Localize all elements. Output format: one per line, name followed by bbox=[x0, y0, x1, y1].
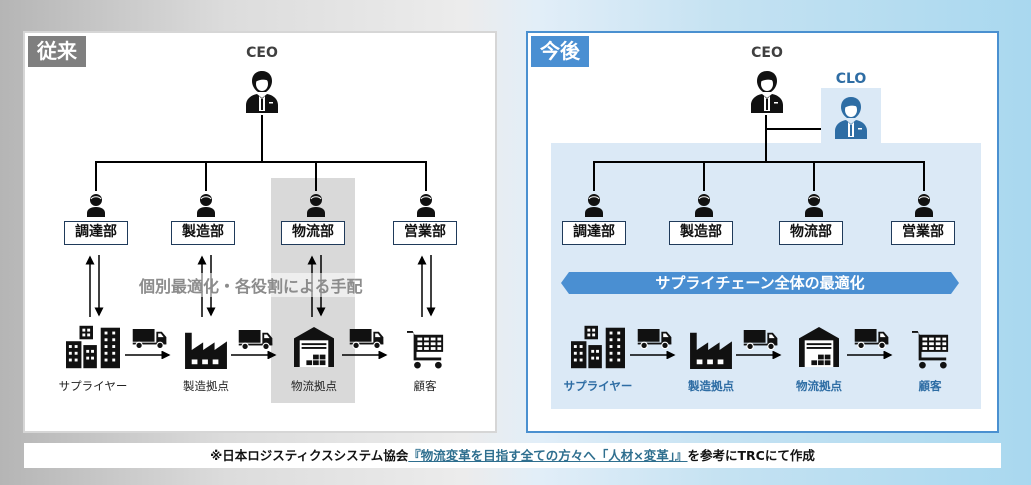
org-line bbox=[593, 161, 924, 163]
ceo-title: CEO bbox=[246, 45, 278, 61]
org-line bbox=[923, 161, 925, 191]
dept-logistics: 物流部 bbox=[779, 221, 843, 245]
staff-icon bbox=[802, 193, 826, 217]
dept-procurement: 調達部 bbox=[562, 221, 626, 245]
org-line bbox=[261, 115, 263, 161]
dept-logistics: 物流部 bbox=[281, 221, 345, 245]
conventional-panel: 従来 CEO 調達部 製造部 物流部 営業部 個別最適化・各役割による手配 サプ… bbox=[23, 31, 497, 433]
org-line bbox=[765, 115, 767, 161]
dept-manufacturing: 製造部 bbox=[171, 221, 235, 245]
org-line bbox=[205, 161, 207, 191]
flow-label-supplier: サプライヤー bbox=[58, 379, 128, 393]
flow-label-customer: 顧客 bbox=[413, 379, 437, 393]
clo-title: CLO bbox=[835, 71, 867, 87]
clo-connector-line bbox=[766, 128, 821, 130]
future-tag: 今後 bbox=[531, 36, 589, 67]
flow-label-logistics: 物流拠点 bbox=[796, 379, 842, 393]
staff-icon bbox=[414, 193, 438, 217]
truck-icon bbox=[238, 330, 274, 350]
truck-icon bbox=[743, 330, 779, 350]
future-panel: 今後 CEO CLO 調達部 製造部 物流部 営業部 サプライチェーン全体の最適… bbox=[526, 31, 999, 433]
dept-procurement: 調達部 bbox=[64, 221, 128, 245]
org-line bbox=[813, 161, 815, 191]
arrow-right bbox=[231, 351, 277, 359]
conventional-tag: 従来 bbox=[28, 36, 86, 67]
source-note: ※日本ロジスティクスシステム協会『物流変革を目指す全ての方々へ「人材×変革」』を… bbox=[24, 443, 1001, 468]
arrow-right bbox=[630, 351, 676, 359]
truck-icon bbox=[854, 329, 890, 349]
ceo-icon bbox=[242, 69, 282, 113]
clo-icon bbox=[831, 95, 871, 139]
staff-icon bbox=[194, 193, 218, 217]
ceo-title: CEO bbox=[751, 45, 783, 61]
org-line bbox=[95, 161, 426, 163]
truck-icon bbox=[132, 329, 168, 349]
staff-icon bbox=[304, 193, 328, 217]
dept-sales: 営業部 bbox=[393, 221, 457, 245]
supply-chain-optimization-banner: サプライチェーン全体の最適化 bbox=[561, 272, 959, 294]
arrow-right bbox=[342, 351, 388, 359]
flow-label-customer: 顧客 bbox=[918, 379, 942, 393]
warehouse-icon bbox=[294, 327, 334, 367]
flow-label-manufacturing: 製造拠点 bbox=[688, 379, 734, 393]
ceo-icon bbox=[747, 69, 787, 113]
org-line bbox=[593, 161, 595, 191]
cart-icon bbox=[407, 329, 445, 369]
factory-icon bbox=[185, 329, 227, 369]
arrow-right bbox=[847, 351, 893, 359]
warehouse-icon bbox=[799, 327, 839, 367]
source-link[interactable]: 『物流変革を目指す全ての方々へ「人材×変革」』 bbox=[408, 448, 688, 463]
staff-icon bbox=[582, 193, 606, 217]
source-prefix: ※日本ロジスティクスシステム協会 bbox=[210, 448, 409, 463]
flow-label-manufacturing: 製造拠点 bbox=[183, 379, 229, 393]
org-line bbox=[315, 161, 317, 191]
dept-sales: 営業部 bbox=[891, 221, 955, 245]
individual-optimization-label: 個別最適化・各役割による手配 bbox=[137, 273, 365, 297]
truck-icon bbox=[349, 329, 385, 349]
truck-icon bbox=[637, 329, 673, 349]
arrow-right bbox=[125, 351, 171, 359]
org-line bbox=[95, 161, 97, 191]
staff-icon bbox=[84, 193, 108, 217]
dept-manufacturing: 製造部 bbox=[669, 221, 733, 245]
staff-icon bbox=[912, 193, 936, 217]
staff-icon bbox=[692, 193, 716, 217]
supplier-icon bbox=[66, 325, 120, 369]
cart-icon bbox=[912, 329, 950, 369]
flow-label-logistics: 物流拠点 bbox=[291, 379, 337, 393]
arrow-right bbox=[736, 351, 782, 359]
org-line bbox=[425, 161, 427, 191]
flow-label-supplier: サプライヤー bbox=[563, 379, 633, 393]
org-line bbox=[703, 161, 705, 191]
factory-icon bbox=[690, 329, 732, 369]
source-suffix: を参考にTRCにて作成 bbox=[687, 448, 815, 463]
supplier-icon bbox=[571, 325, 625, 369]
